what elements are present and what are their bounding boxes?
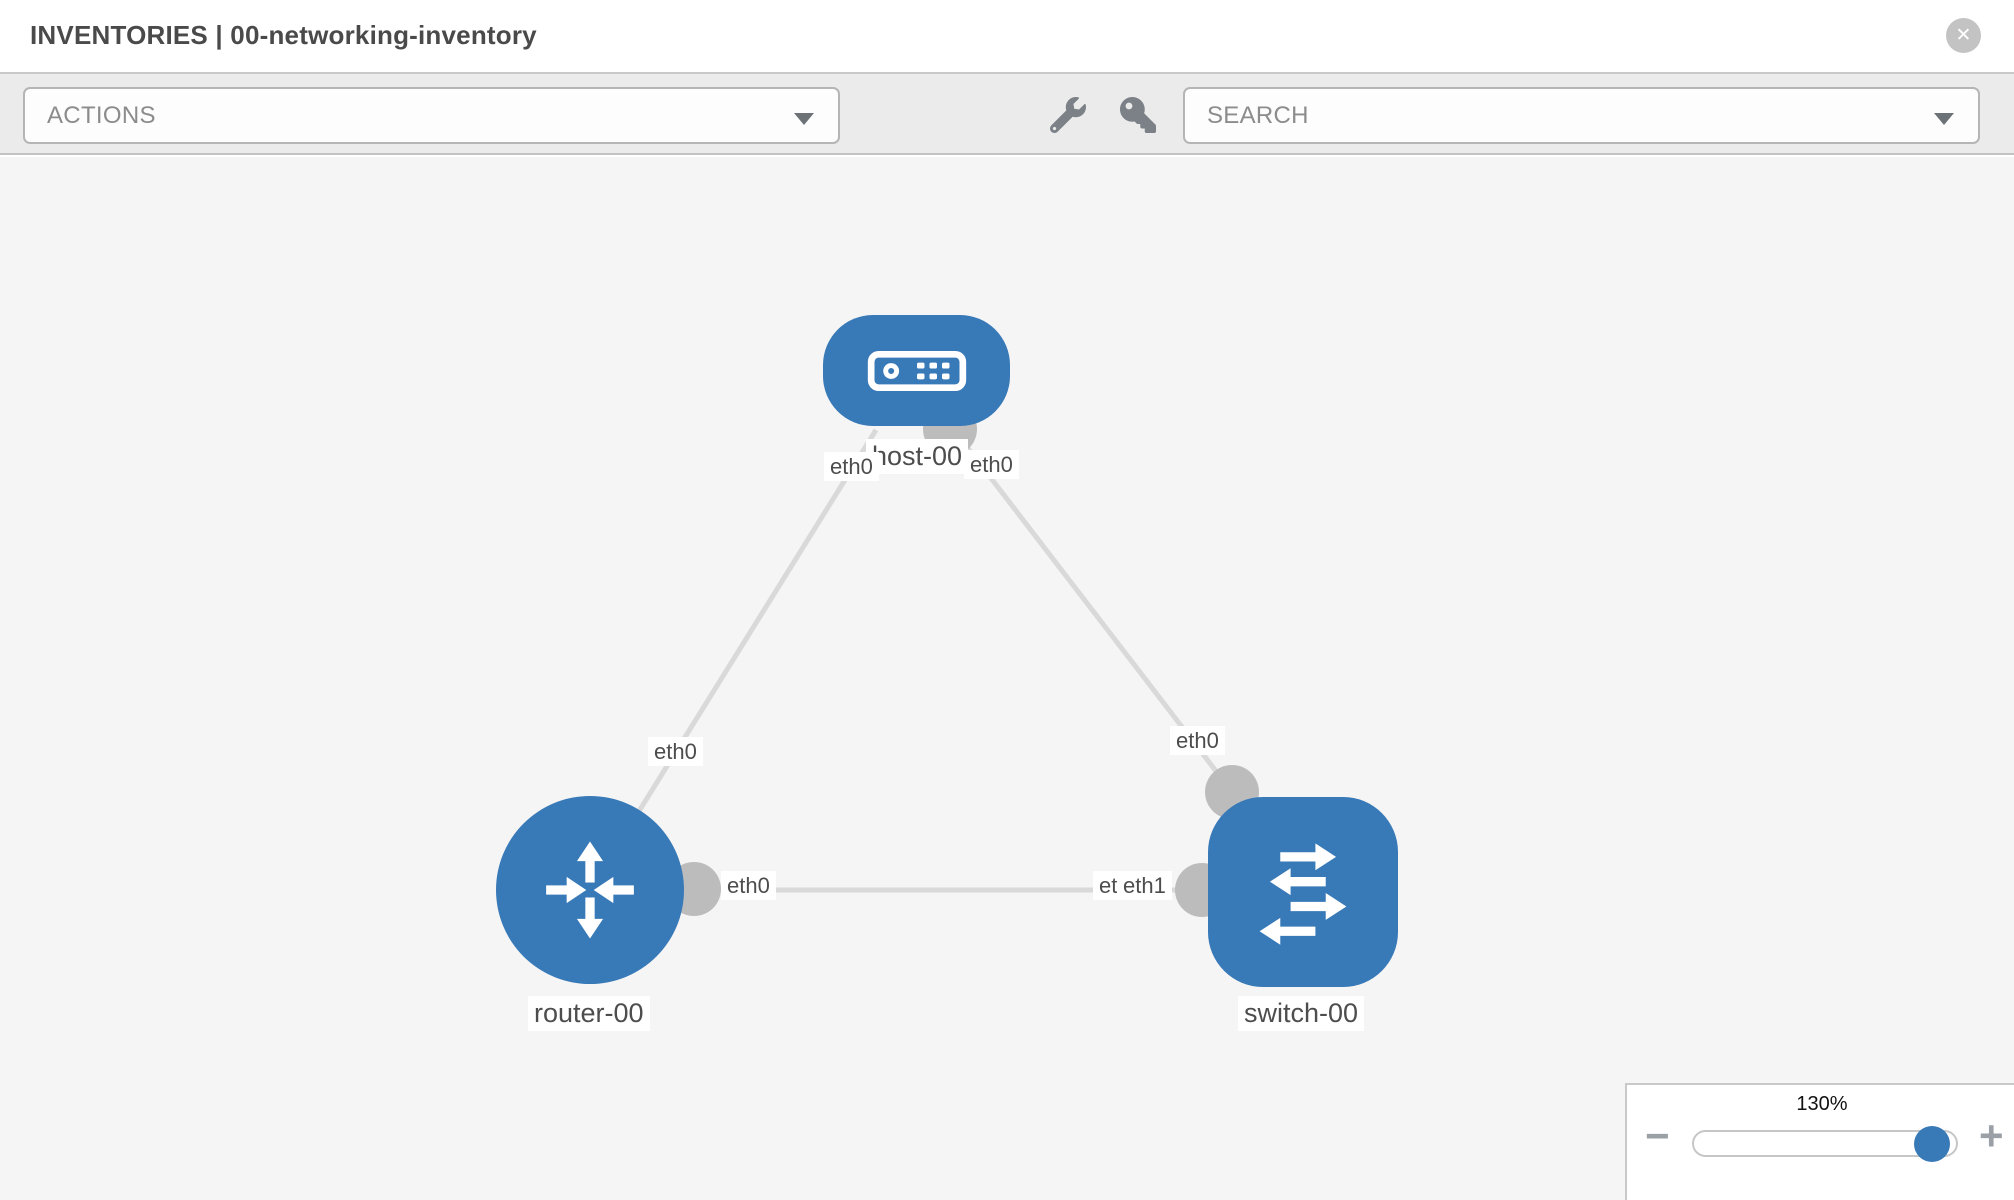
- zoom-in-button[interactable]: +: [1979, 1112, 2004, 1159]
- iface-label-switch-eth1: eth1: [1117, 871, 1172, 901]
- iface-label-host-eth0-left: eth0: [824, 452, 879, 482]
- node-switch-00[interactable]: [1208, 797, 1398, 987]
- chevron-down-icon: [1934, 113, 1954, 125]
- iface-label-switch-eth0-top: eth0: [1170, 726, 1225, 756]
- toolbar: ACTIONS SEARCH: [0, 72, 2014, 155]
- actions-dropdown[interactable]: ACTIONS: [23, 87, 840, 144]
- node-label-router: router-00: [528, 996, 650, 1032]
- node-label-host: host-00: [866, 439, 969, 475]
- zoom-out-button[interactable]: −: [1645, 1112, 1670, 1159]
- iface-label-router-eth0-right: eth0: [721, 871, 776, 901]
- node-router-00[interactable]: [496, 796, 684, 984]
- node-host-00[interactable]: [823, 315, 1010, 426]
- key-icon[interactable]: [1120, 97, 1156, 133]
- chevron-down-icon: [794, 113, 814, 125]
- search-dropdown-label: SEARCH: [1207, 101, 1309, 129]
- zoom-panel: 130% − +: [1625, 1083, 2014, 1200]
- search-dropdown[interactable]: SEARCH: [1183, 87, 1980, 144]
- zoom-slider-thumb[interactable]: [1914, 1126, 1950, 1162]
- wrench-icon[interactable]: [1049, 97, 1086, 134]
- page-title: INVENTORIES | 00-networking-inventory: [30, 20, 537, 50]
- node-label-switch: switch-00: [1238, 996, 1365, 1032]
- close-button[interactable]: ✕: [1946, 18, 1981, 53]
- actions-dropdown-label: ACTIONS: [47, 101, 156, 129]
- topology-canvas[interactable]: [0, 157, 2014, 1200]
- close-icon: ✕: [1955, 25, 1972, 46]
- zoom-slider[interactable]: [1692, 1126, 1958, 1162]
- switch-icon: [1259, 843, 1347, 945]
- header: INVENTORIES | 00-networking-inventory ✕: [0, 0, 2014, 72]
- iface-label-host-eth0-right: eth0: [964, 450, 1019, 480]
- router-icon: [546, 841, 634, 939]
- zoom-level-value: 130%: [1796, 1093, 1848, 1115]
- iface-label-router-eth0-top: eth0: [648, 737, 703, 767]
- host-icon: [867, 350, 966, 391]
